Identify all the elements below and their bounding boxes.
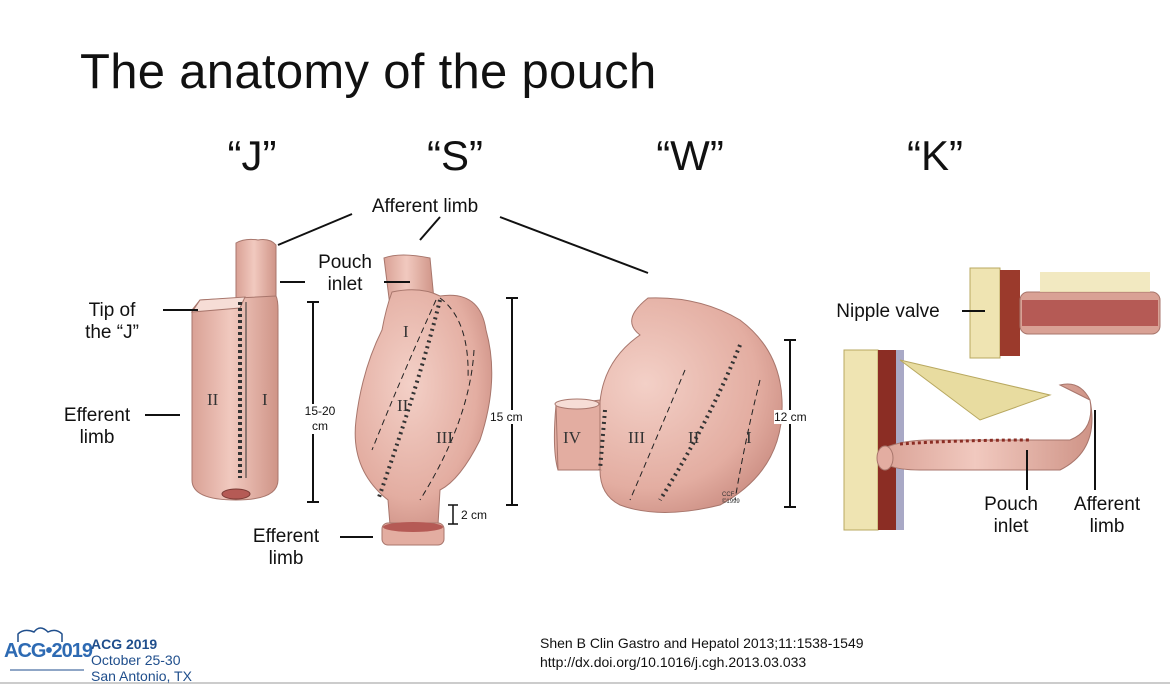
w-pouch-drawing: [553, 297, 783, 513]
w-segment-iii: III: [628, 428, 645, 447]
conference-location: San Antonio, TX: [91, 668, 192, 684]
j-segment-ii: II: [207, 390, 219, 409]
j-length-line2: cm: [312, 419, 328, 433]
efferent-s-line2: limb: [268, 548, 304, 569]
w-length-measure: 12 cm: [774, 410, 807, 424]
pouch-inlet-s-label: Pouch inlet: [318, 252, 372, 296]
pouch-inlet-k-line1: Pouch: [984, 494, 1038, 515]
citation: Shen B Clin Gastro and Hepatol 2013;11:1…: [540, 634, 864, 672]
s-outlet-measure: 2 cm: [461, 508, 488, 522]
j-length-line1: 15-20: [304, 404, 336, 418]
conference-dates: October 25-30: [91, 652, 181, 668]
s-segment-iii: III: [436, 428, 453, 447]
pouch-inlet-s-line1: Pouch: [318, 252, 372, 273]
k-pouch-drawing: [843, 267, 1161, 531]
w-segment-ii: II: [688, 428, 700, 447]
nipple-valve-label: Nipple valve: [836, 301, 940, 322]
efferent-j-line2: limb: [79, 427, 115, 448]
s-segment-i: I: [403, 322, 409, 341]
citation-line2: http://dx.doi.org/10.1016/j.cgh.2013.03.…: [540, 654, 807, 670]
w-segment-i: I: [746, 428, 752, 447]
tip-line2: the “J”: [85, 322, 139, 343]
w-segment-iv: IV: [563, 428, 581, 447]
afferent-k-line2: limb: [1089, 516, 1125, 537]
conference-info: ACG 2019 October 25-30 San Antonio, TX: [91, 636, 192, 684]
pouch-inlet-s-line2: inlet: [327, 274, 363, 295]
pouch-type-s: “S”: [427, 132, 483, 179]
efferent-limb-j-label: Efferent limb: [64, 405, 130, 449]
efferent-j-line1: Efferent: [63, 405, 131, 426]
j-length-measure: 15-20 cm: [300, 404, 340, 434]
acg-logo-text: ACG•2019: [4, 640, 93, 662]
pouch-type-w: “W”: [656, 132, 724, 179]
slide-title: The anatomy of the pouch: [80, 45, 657, 99]
pouch-inlet-k-label: Pouch inlet: [984, 494, 1038, 538]
credit-line2: ©1999: [722, 499, 740, 505]
pouch-type-j: “J”: [227, 132, 277, 179]
pouch-type-k: “K”: [907, 132, 963, 179]
efferent-s-line1: Efferent: [252, 526, 320, 547]
footer-divider: [0, 682, 1170, 684]
credit-line1: CCF: [722, 492, 735, 498]
efferent-limb-s-label: Efferent limb: [253, 526, 319, 570]
afferent-k-line1: Afferent: [1073, 494, 1141, 515]
acg-logo: ACG•2019: [4, 622, 93, 678]
tip-line1: Tip of: [88, 300, 136, 321]
tip-of-j-label: Tip of the “J”: [85, 300, 139, 344]
leader-lines: [145, 213, 1096, 538]
j-pouch-drawing: [191, 238, 279, 501]
citation-line1: Shen B Clin Gastro and Hepatol 2013;11:1…: [540, 635, 864, 651]
illustration-credit: CCF ©1999: [722, 492, 740, 506]
s-pouch-drawing: [354, 254, 493, 546]
afferent-limb-label: Afferent limb: [371, 196, 479, 217]
s-length-measure: 15 cm: [490, 410, 523, 424]
j-segment-i: I: [262, 390, 268, 409]
pouch-inlet-k-line2: inlet: [993, 516, 1029, 537]
afferent-limb-k-label: Afferent limb: [1074, 494, 1140, 538]
s-segment-ii: II: [397, 396, 409, 415]
conference-name: ACG 2019: [91, 636, 158, 652]
